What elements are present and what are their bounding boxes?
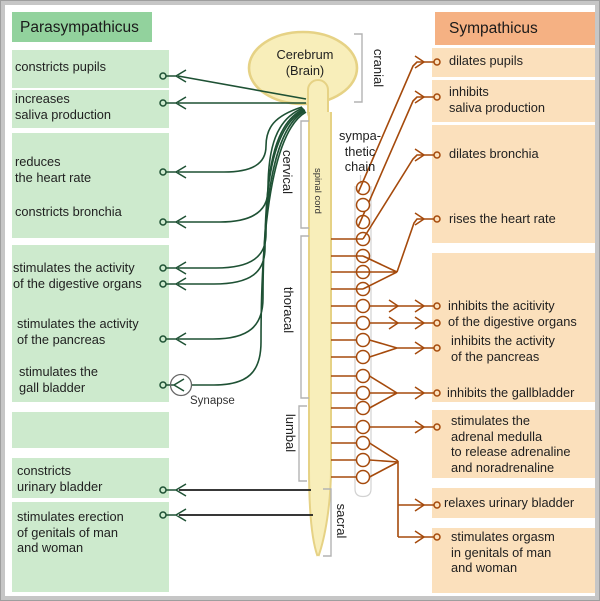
cervical-bracket	[300, 120, 309, 229]
region-label-cervical: cervical	[280, 149, 295, 195]
left-panel-title: Parasympathicus	[20, 19, 139, 36]
thoracal-bracket	[300, 235, 309, 399]
sacral-nerves	[179, 489, 313, 516]
label-stim-orgasm: stimulates orgasm in genitals of man and…	[451, 529, 555, 575]
right-item-box-bronchia-heart	[432, 125, 596, 243]
sympathetic-terminals	[388, 55, 441, 544]
sym-nerve-gallbladder	[369, 375, 434, 409]
spinal-stub-lines	[331, 238, 363, 478]
sacral-bracket	[323, 488, 332, 557]
ganglion	[355, 368, 371, 384]
left-item-box-saliva	[12, 90, 169, 128]
ganglion	[355, 419, 371, 435]
region-label-thoracal: thoracal	[281, 286, 296, 334]
cranial-bracket	[354, 33, 363, 103]
sympathetic-ganglion-chain	[355, 180, 371, 485]
parasympathetic-terminals	[159, 69, 193, 522]
ganglion	[355, 298, 371, 314]
cerebrum-shape	[247, 30, 359, 106]
sym-nerve-heart	[362, 218, 434, 290]
label-stim-digestive: stimulates the activity of the digestive…	[13, 260, 142, 291]
brain-label: Cerebrum (Brain)	[276, 47, 334, 78]
sym-nerve-saliva	[357, 96, 434, 228]
ganglion	[355, 214, 371, 230]
label-rises-heart-rate: rises the heart rate	[449, 211, 556, 226]
left-item-box-heart-bronchia	[12, 133, 169, 238]
synapse-marker	[159, 373, 193, 397]
label-relaxes-urinary: relaxes urinary bladder	[444, 495, 575, 510]
right-item-box-adrenal	[432, 410, 596, 478]
ganglion	[355, 248, 371, 264]
ganglion	[355, 400, 371, 416]
left-item-box-erection	[12, 502, 169, 592]
ganglion	[355, 385, 371, 401]
brain-and-spinal-cord	[247, 30, 359, 557]
label-reduces-heart-rate: reduces the heart rate	[15, 154, 92, 185]
left-item-box-empty	[12, 412, 169, 448]
label-stim-pancreas: stimulates the activity of the pancreas	[17, 316, 139, 347]
synapse-circle	[169, 373, 193, 397]
ganglion	[355, 180, 371, 196]
synapse-label: Synapse	[190, 395, 235, 407]
right-panel-title: Sympathicus	[449, 20, 538, 37]
right-item-box-pupils	[432, 48, 596, 77]
sym-nerve-digestive	[369, 305, 434, 324]
parasympathetic-nerves	[177, 75, 307, 386]
nerve-gall-bladder	[191, 111, 307, 386]
right-item-box-digestive-pancreas-gall	[432, 253, 596, 402]
nerve-pupils	[177, 75, 307, 100]
ganglion	[355, 435, 371, 451]
ganglion	[355, 452, 371, 468]
label-inhibits-gallbladder: inhibits the gallbladder	[447, 385, 575, 400]
sym-nerve-pelvic	[369, 442, 434, 538]
region-label-sacral: sacral	[334, 503, 349, 539]
label-increases-saliva: increases saliva production	[15, 91, 112, 122]
label-adrenal-medulla: stimulates the adrenal medulla to releas…	[451, 413, 571, 475]
left-item-box-pupils	[12, 50, 169, 88]
spinal-cord-shape	[309, 112, 331, 557]
ganglion	[355, 349, 371, 365]
left-item-box-digestive-pancreas-gall	[12, 245, 169, 402]
ganglion	[355, 315, 371, 331]
ganglion	[355, 231, 371, 247]
lumbal-bracket	[298, 405, 307, 482]
label-inhibits-pancreas: inhibits the activity of the pancreas	[451, 333, 555, 364]
right-item-box-saliva	[432, 80, 596, 122]
label-constricts-pupils: constricts pupils	[15, 59, 107, 74]
synapse-end-circle	[159, 381, 167, 389]
ganglion	[355, 332, 371, 348]
label-constricts-bronchia: constricts bronchia	[15, 204, 122, 219]
left-item-box-urinary	[12, 458, 169, 498]
right-item-box-orgasm	[432, 528, 596, 593]
terminal-forks	[166, 69, 187, 522]
region-label-cranial: cranial	[371, 48, 386, 88]
synapse-fork	[166, 378, 185, 392]
right-item-box-urinary	[432, 488, 596, 518]
sympathetic-nerves	[331, 61, 434, 538]
label-inhibits-digestive: inhibits the acitivity of the digestive …	[448, 298, 577, 329]
label-dilates-bronchia: dilates bronchia	[449, 146, 539, 161]
sym-nerve-pupils	[357, 61, 434, 194]
ganglion	[355, 469, 371, 485]
label-inhibits-saliva: inhibits saliva production	[449, 84, 546, 115]
sym-nerve-pancreas	[369, 339, 434, 358]
right-header-box	[435, 12, 596, 45]
ganglion	[355, 197, 371, 213]
nerve-heart	[178, 106, 303, 173]
ganglion	[355, 264, 371, 280]
spinal-cord-outline	[308, 112, 332, 557]
label-dilates-pupils: dilates pupils	[449, 53, 523, 68]
region-brackets	[298, 33, 372, 557]
label-stim-gall-bladder: stimulates the gall bladder	[19, 364, 98, 395]
spinal-cord-label: spinal cord	[312, 168, 323, 214]
label-stim-erection: stimulates erection of genitals of man a…	[17, 509, 124, 555]
label-constricts-urinary: constricts urinary bladder	[17, 463, 103, 494]
terminal-forks	[388, 55, 426, 544]
region-label-lumbal: lumbal	[283, 413, 298, 453]
sym-nerve-bronchia	[362, 154, 434, 240]
sympathetic-chain-label: sympa- thetic chain	[339, 128, 381, 174]
ganglion	[355, 281, 371, 297]
left-header-box	[12, 12, 152, 42]
